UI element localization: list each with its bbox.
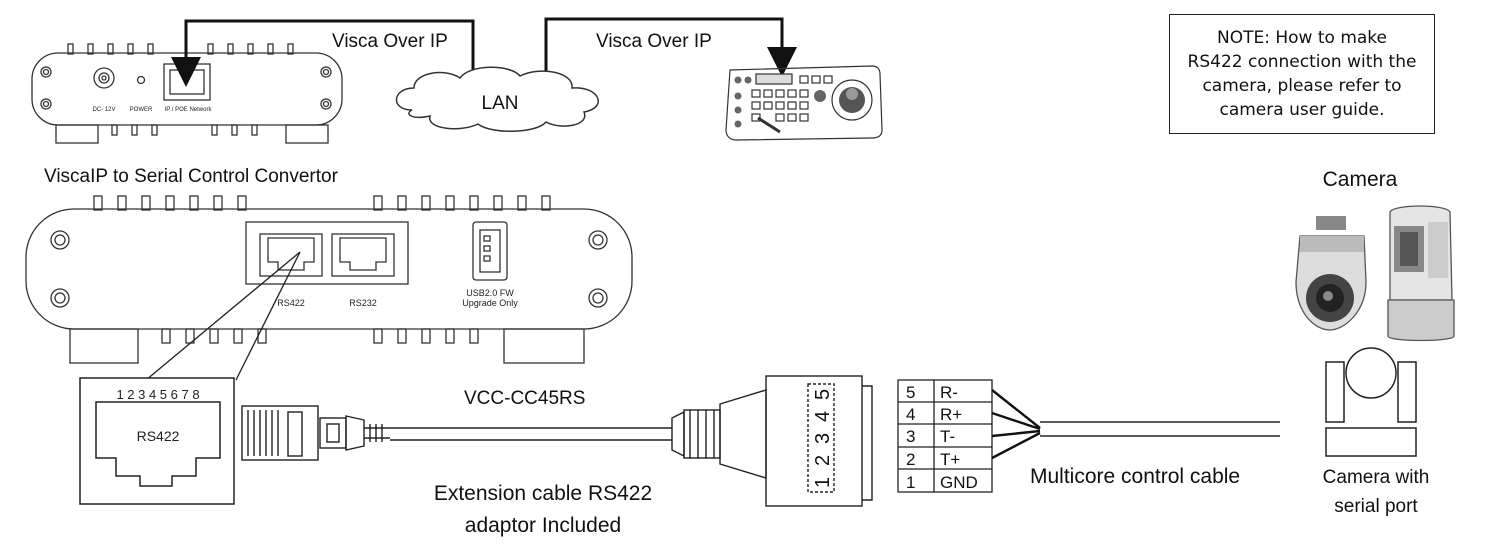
usb-label-line1: USB2.0 FW [466,288,514,298]
usb-port [472,221,508,281]
camera-serial-port-icon [1325,347,1417,457]
power-led [136,75,146,85]
camera-serial-line1: Camera with [1323,467,1430,488]
rj45-label: RS422 [137,428,180,444]
small-device-fins [67,43,294,55]
multicore-cable [1040,421,1280,437]
pinout-num-4: 4 [906,405,915,424]
small-converter-device [31,43,343,144]
extension-label-line1: Extension cable RS422 [434,482,652,505]
visca-label-right: Visca Over IP [596,31,712,52]
visca-link-right [544,17,797,77]
terminal-num-1: 1 [812,477,834,488]
visca-link-left [171,19,475,87]
dc-label: DC- 12V [92,107,115,113]
pinout-num-1: 1 [906,473,915,492]
rj45-inset [79,377,235,505]
terminal-num-3: 3 [812,433,834,444]
extension-label-line2: adaptor Included [465,514,621,537]
converter-title: ViscaIP to Serial Control Convertor [44,166,339,187]
joystick [831,79,873,121]
camera-serial-line2: serial port [1334,496,1418,517]
port-panel [245,221,409,285]
pinout-signal-t-minus: T- [940,427,955,446]
rs422-port-label: RS422 [277,298,305,308]
rs422-port [259,233,323,277]
terminal-num-5: 5 [812,389,834,400]
cable [390,427,672,441]
dome-camera-icon [1295,216,1367,331]
pinout-num-2: 2 [906,450,915,469]
lan-label: LAN [482,93,519,114]
pinout-signal-r-minus: R- [940,383,958,402]
rj45-pin-numbers: 1 2 3 4 5 6 7 8 [116,387,199,402]
note-box: NOTE: How to make RS422 connection with … [1169,14,1435,134]
fan-in-wires [991,389,1041,460]
large-device-top-fins [93,195,551,211]
large-converter-device [25,195,633,364]
ptz-keyboard-controller [725,65,883,141]
zoom-callout-lines [145,251,301,381]
power-label: POWER [130,107,153,113]
terminal-adapter [671,375,873,507]
usb-label-line2: Upgrade Only [462,298,518,308]
terminal-numbers: 1 2 3 4 5 [812,389,834,488]
dc-jack [93,67,115,89]
cable-model-label: VCC-CC45RS [464,388,585,409]
ptz-positioner-camera-icon [1387,205,1455,342]
terminal-num-2: 2 [812,455,834,466]
rs232-port-label: RS232 [349,298,377,308]
pinout-rows: 5 R- 4 R+ 3 T- 2 T+ 1 GND [906,383,978,492]
rj45-plug [241,405,390,461]
pinout-num-3: 3 [906,427,915,446]
pinout-signal-gnd: GND [940,473,978,492]
camera-title: Camera [1323,168,1398,191]
pinout-num-5: 5 [906,383,915,402]
rs232-port [331,233,395,277]
pinout-signal-r-plus: R+ [940,405,962,424]
pinout-signal-t-plus: T+ [940,450,960,469]
lan-cloud [395,66,599,132]
visca-label-left: Visca Over IP [332,31,448,52]
network-label: IP / POE Network [165,107,213,113]
note-text: NOTE: How to make RS422 connection with … [1187,28,1417,120]
multicore-label: Multicore control cable [1030,465,1240,488]
terminal-num-4: 4 [812,411,834,422]
